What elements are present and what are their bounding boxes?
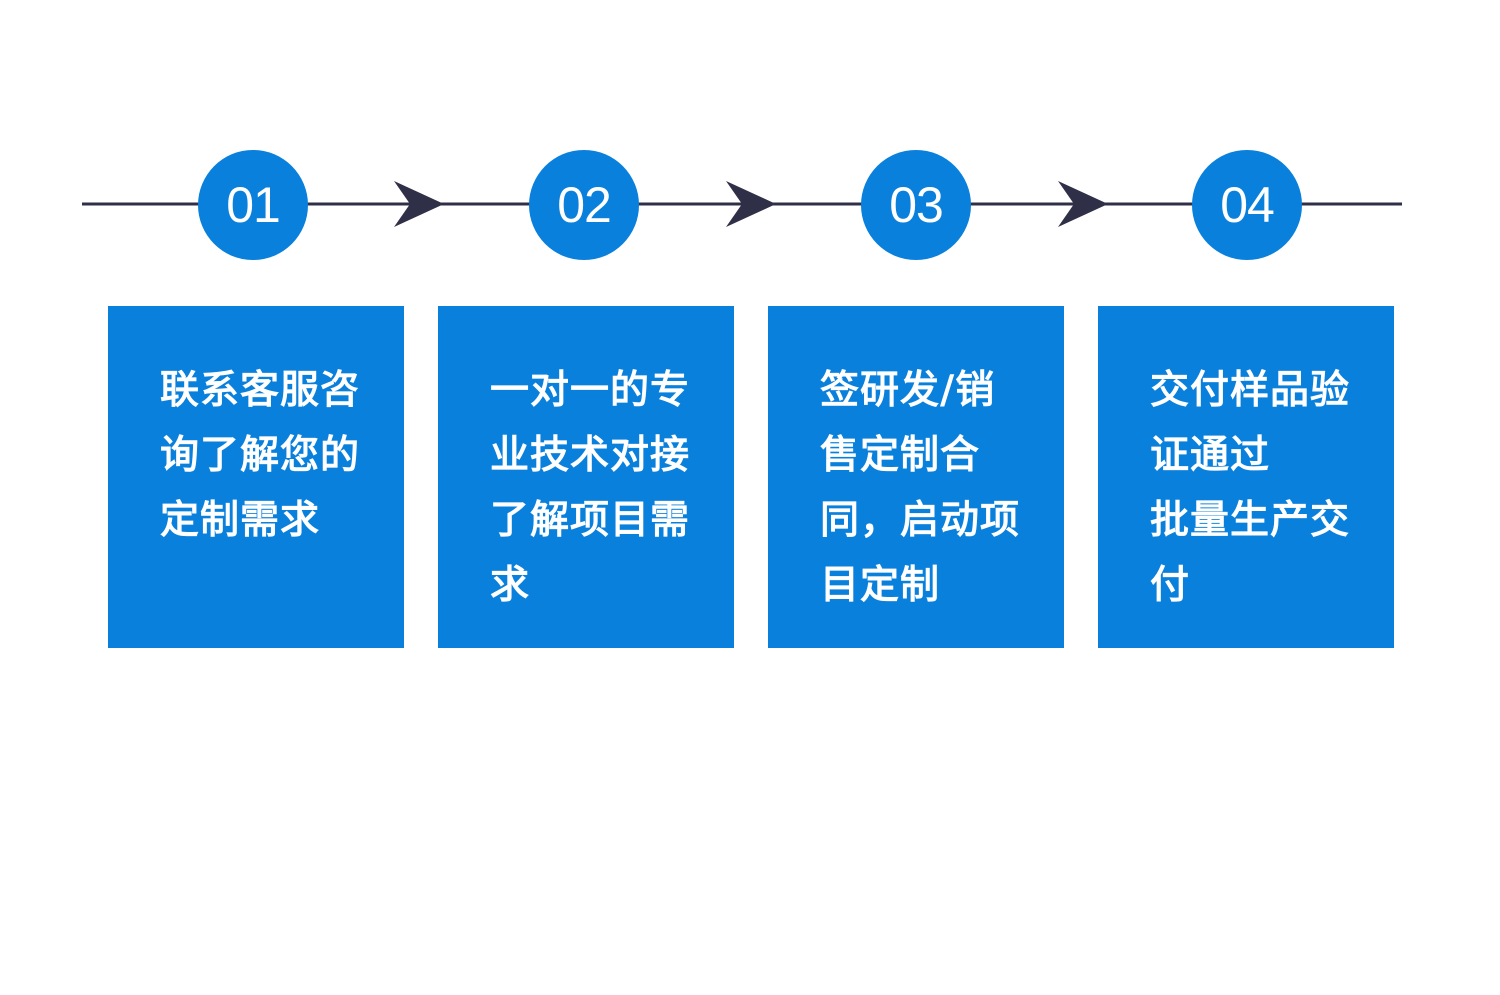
step-3-text-line: 签研发/销 xyxy=(820,368,996,413)
step-1-number: 01 xyxy=(198,150,308,260)
step-4-text-line: 证通过 xyxy=(1150,433,1271,478)
step-4-text-line: 付 xyxy=(1150,563,1191,608)
step-4-card: 交付样品验 证通过 批量生产交 付 xyxy=(1098,306,1394,648)
step-2-text-line: 求 xyxy=(490,563,531,608)
step-3-number: 03 xyxy=(861,150,971,260)
arrow-right-icon xyxy=(1058,181,1108,227)
arrow-right-icon xyxy=(394,181,444,227)
step-1-card: 联系客服咨 询了解您的 定制需求 xyxy=(108,306,404,648)
step-1-text-line: 定制需求 xyxy=(160,498,321,543)
step-3-text-line: 目定制 xyxy=(820,563,941,608)
step-4-number: 04 xyxy=(1192,150,1302,260)
step-3-card: 签研发/销 售定制合 同，启动项 目定制 xyxy=(768,306,1064,648)
step-2-text-line: 业技术对接 xyxy=(490,433,691,478)
step-4-text-line: 批量生产交 xyxy=(1150,498,1351,543)
step-2-text-line: 一对一的专 xyxy=(490,368,691,413)
step-2-text-line: 了解项目需 xyxy=(490,498,691,543)
timeline xyxy=(82,181,1402,227)
arrow-right-icon xyxy=(726,181,776,227)
step-2-card: 一对一的专 业技术对接 了解项目需 求 xyxy=(438,306,734,648)
step-1-text-line: 联系客服咨 xyxy=(160,368,361,413)
step-3-text-line: 同，启动项 xyxy=(820,498,1021,543)
step-2-number: 02 xyxy=(529,150,639,260)
step-1-text-line: 询了解您的 xyxy=(160,433,361,478)
step-4-text-line: 交付样品验 xyxy=(1150,368,1351,413)
step-3-text-line: 售定制合 xyxy=(820,433,981,478)
